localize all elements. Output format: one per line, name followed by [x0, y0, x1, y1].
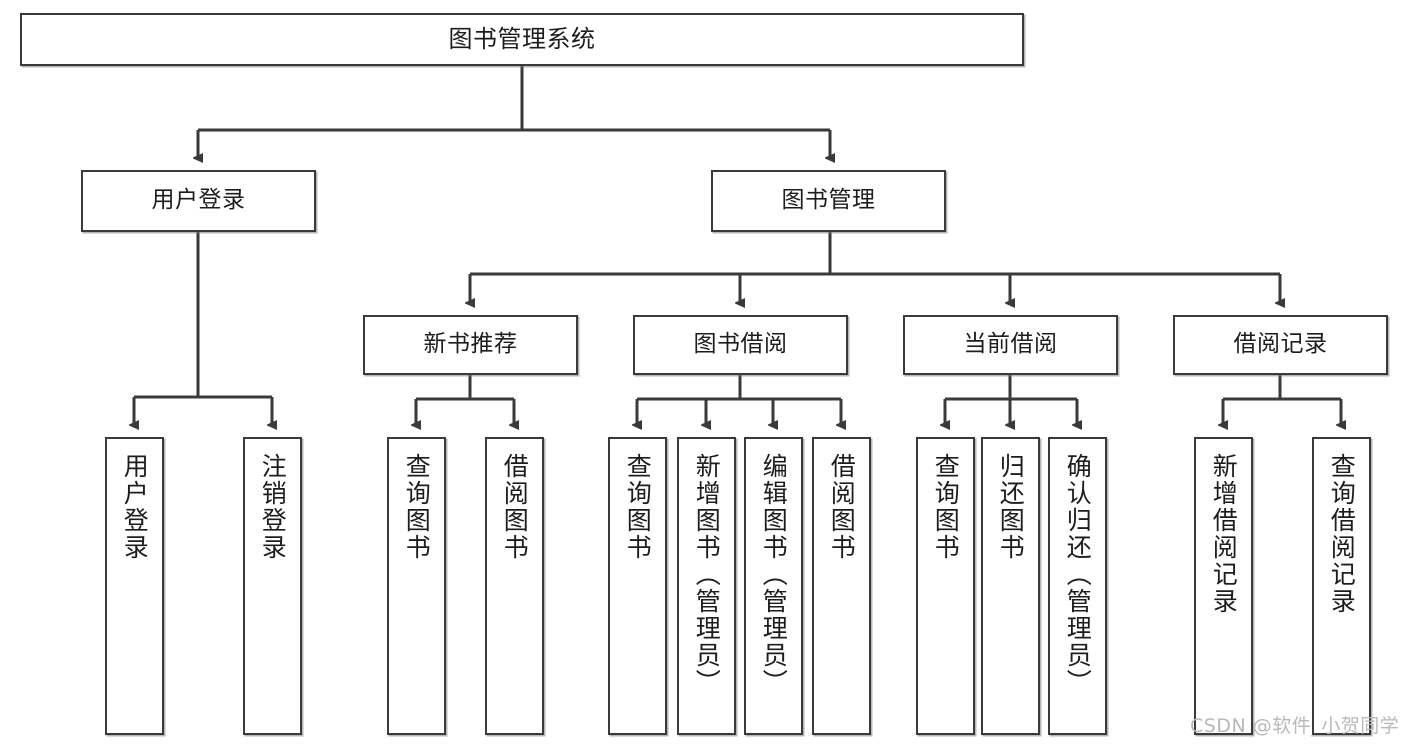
node-book-borrow[interactable]: 图书借阅	[633, 315, 848, 375]
node-label: 查询图书	[623, 453, 653, 561]
node-label: 借阅图书	[500, 453, 530, 561]
leaf-current-return-book[interactable]: 归还图书	[981, 437, 1040, 735]
node-label: 确认归还（管理员）	[1063, 453, 1093, 696]
node-label: 当前借阅	[963, 331, 1058, 358]
node-label: 查询图书	[931, 453, 961, 561]
leaf-user-login-logout[interactable]: 注销登录	[243, 437, 302, 735]
leaf-current-confirm-return-admin[interactable]: 确认归还（管理员）	[1048, 437, 1107, 735]
node-book-management[interactable]: 图书管理	[711, 170, 946, 232]
node-current-borrow[interactable]: 当前借阅	[903, 315, 1118, 375]
leaf-records-query-record[interactable]: 查询借阅记录	[1312, 437, 1371, 735]
leaf-borrow-add-book-admin[interactable]: 新增图书（管理员）	[677, 437, 736, 735]
leaf-borrow-edit-book-admin[interactable]: 编辑图书（管理员）	[744, 437, 803, 735]
leaf-new-book-query-book[interactable]: 查询图书	[387, 437, 446, 735]
node-label: 注销登录	[258, 453, 288, 561]
node-label: 用户登录	[120, 453, 150, 561]
node-root-system[interactable]: 图书管理系统	[20, 13, 1024, 66]
node-user-login[interactable]: 用户登录	[81, 170, 316, 232]
node-label: 查询借阅记录	[1327, 453, 1357, 615]
node-label: 归还图书	[996, 453, 1026, 561]
leaf-borrow-query-book[interactable]: 查询图书	[608, 437, 667, 735]
leaf-user-login-login[interactable]: 用户登录	[105, 437, 164, 735]
leaf-current-query-book[interactable]: 查询图书	[916, 437, 975, 735]
node-label: 新书推荐	[423, 331, 518, 358]
node-borrow-records[interactable]: 借阅记录	[1173, 315, 1388, 375]
leaf-records-add-record[interactable]: 新增借阅记录	[1194, 437, 1253, 735]
leaf-borrow-borrow-book[interactable]: 借阅图书	[812, 437, 871, 735]
node-label: 查询图书	[402, 453, 432, 561]
watermark-text: CSDN @软件_小贺同学	[1190, 715, 1400, 737]
node-label: 图书管理	[781, 187, 876, 214]
node-label: 用户登录	[151, 187, 246, 214]
leaf-new-book-borrow-book[interactable]: 借阅图书	[485, 437, 544, 735]
node-label: 新增借阅记录	[1209, 453, 1239, 615]
node-label: 新增图书（管理员）	[692, 453, 722, 696]
node-label: 图书借阅	[693, 331, 788, 358]
node-label: 借阅图书	[827, 453, 857, 561]
node-label: 图书管理系统	[448, 25, 596, 54]
node-label: 编辑图书（管理员）	[759, 453, 789, 696]
node-label: 借阅记录	[1233, 331, 1328, 358]
node-new-book-recommend[interactable]: 新书推荐	[363, 315, 578, 375]
